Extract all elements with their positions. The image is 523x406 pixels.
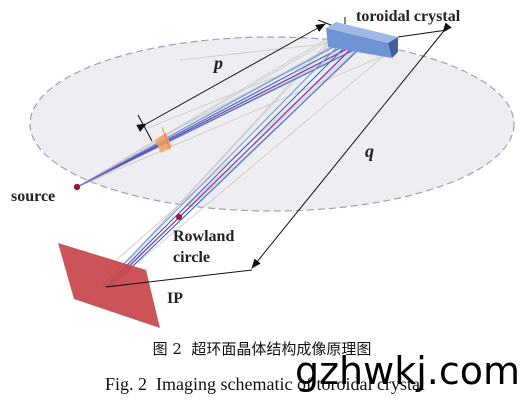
caption-english: Fig. 2 Imaging schematic of toroidal cry… — [105, 374, 425, 394]
ip-label: IP — [167, 290, 183, 307]
q-label: q — [365, 141, 374, 161]
caption-chinese: 图 2 超环面晶体结构成像原理图 — [153, 340, 372, 358]
q-dimension — [105, 22, 452, 288]
rowland-point — [176, 214, 182, 220]
rowland-label-line2: circle — [173, 249, 210, 266]
watermark-text: gzhwkj.com — [295, 349, 520, 393]
rowland-circle — [29, 36, 515, 212]
image-plate — [58, 243, 160, 328]
source-label: source — [11, 188, 55, 205]
p-label: p — [212, 53, 223, 73]
crystal-label: toroidal crystal — [356, 8, 461, 25]
rowland-label-line1: Rowland — [173, 228, 234, 245]
source-point — [73, 183, 81, 191]
